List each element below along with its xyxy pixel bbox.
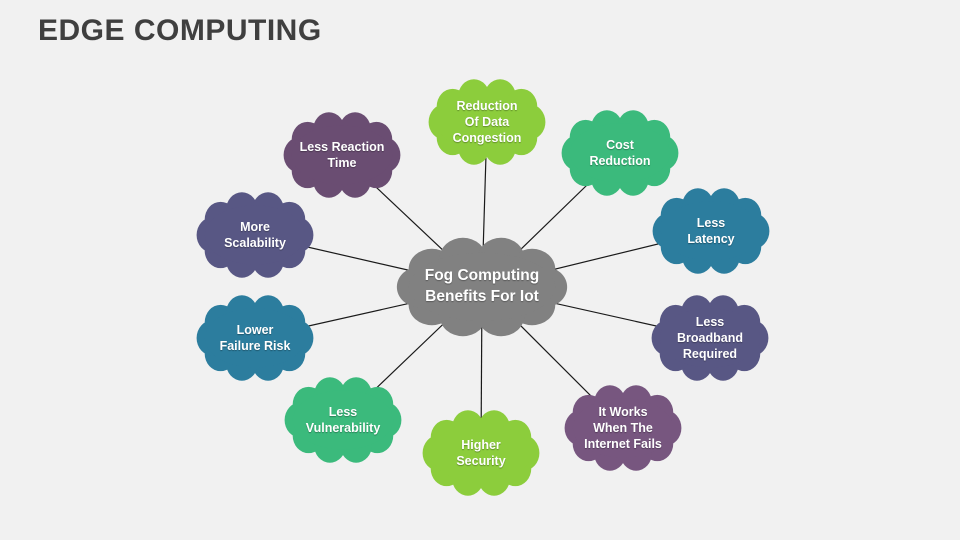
cloud-node-it-works-when-the-internet-fails: It Works When The Internet Fails — [564, 382, 682, 474]
cloud-node-less-latency: Less Latency — [652, 185, 770, 277]
cloud-node-less-reaction-time: Less Reaction Time — [283, 109, 401, 201]
cloud-label: Higher Security — [456, 437, 506, 468]
cloud-label: Reduction Of Data Congestion — [452, 98, 522, 146]
cloud-node-more-scalability: More Scalability — [196, 189, 314, 281]
cloud-node-less-vulnerability: Less Vulnerability — [284, 374, 402, 466]
slide-title: EDGE COMPUTING — [38, 14, 322, 47]
cloud-label: Fog Computing Benefits For Iot — [424, 267, 540, 305]
cloud-label: Cost Reduction — [589, 137, 651, 168]
cloud-label: It Works When The Internet Fails — [584, 404, 662, 452]
cloud-label: Less Latency — [687, 215, 735, 246]
cloud-label: Less Vulnerability — [305, 404, 381, 435]
cloud-label: Less Reaction Time — [299, 139, 385, 170]
cloud-node-reduction-of-data-congestion: Reduction Of Data Congestion — [428, 76, 546, 168]
cloud-label: More Scalability — [224, 219, 286, 250]
cloud-node-cost-reduction: Cost Reduction — [561, 107, 679, 199]
cloud-node-fog-computing-benefits-for-iot: Fog Computing Benefits For Iot — [396, 234, 568, 340]
cloud-node-lower-failure-risk: Lower Failure Risk — [196, 292, 314, 384]
cloud-label: Lower Failure Risk — [219, 322, 291, 353]
cloud-node-higher-security: Higher Security — [422, 407, 540, 499]
cloud-label: Less Broadband Required — [677, 314, 743, 362]
cloud-node-less-broadband-required: Less Broadband Required — [651, 292, 769, 384]
